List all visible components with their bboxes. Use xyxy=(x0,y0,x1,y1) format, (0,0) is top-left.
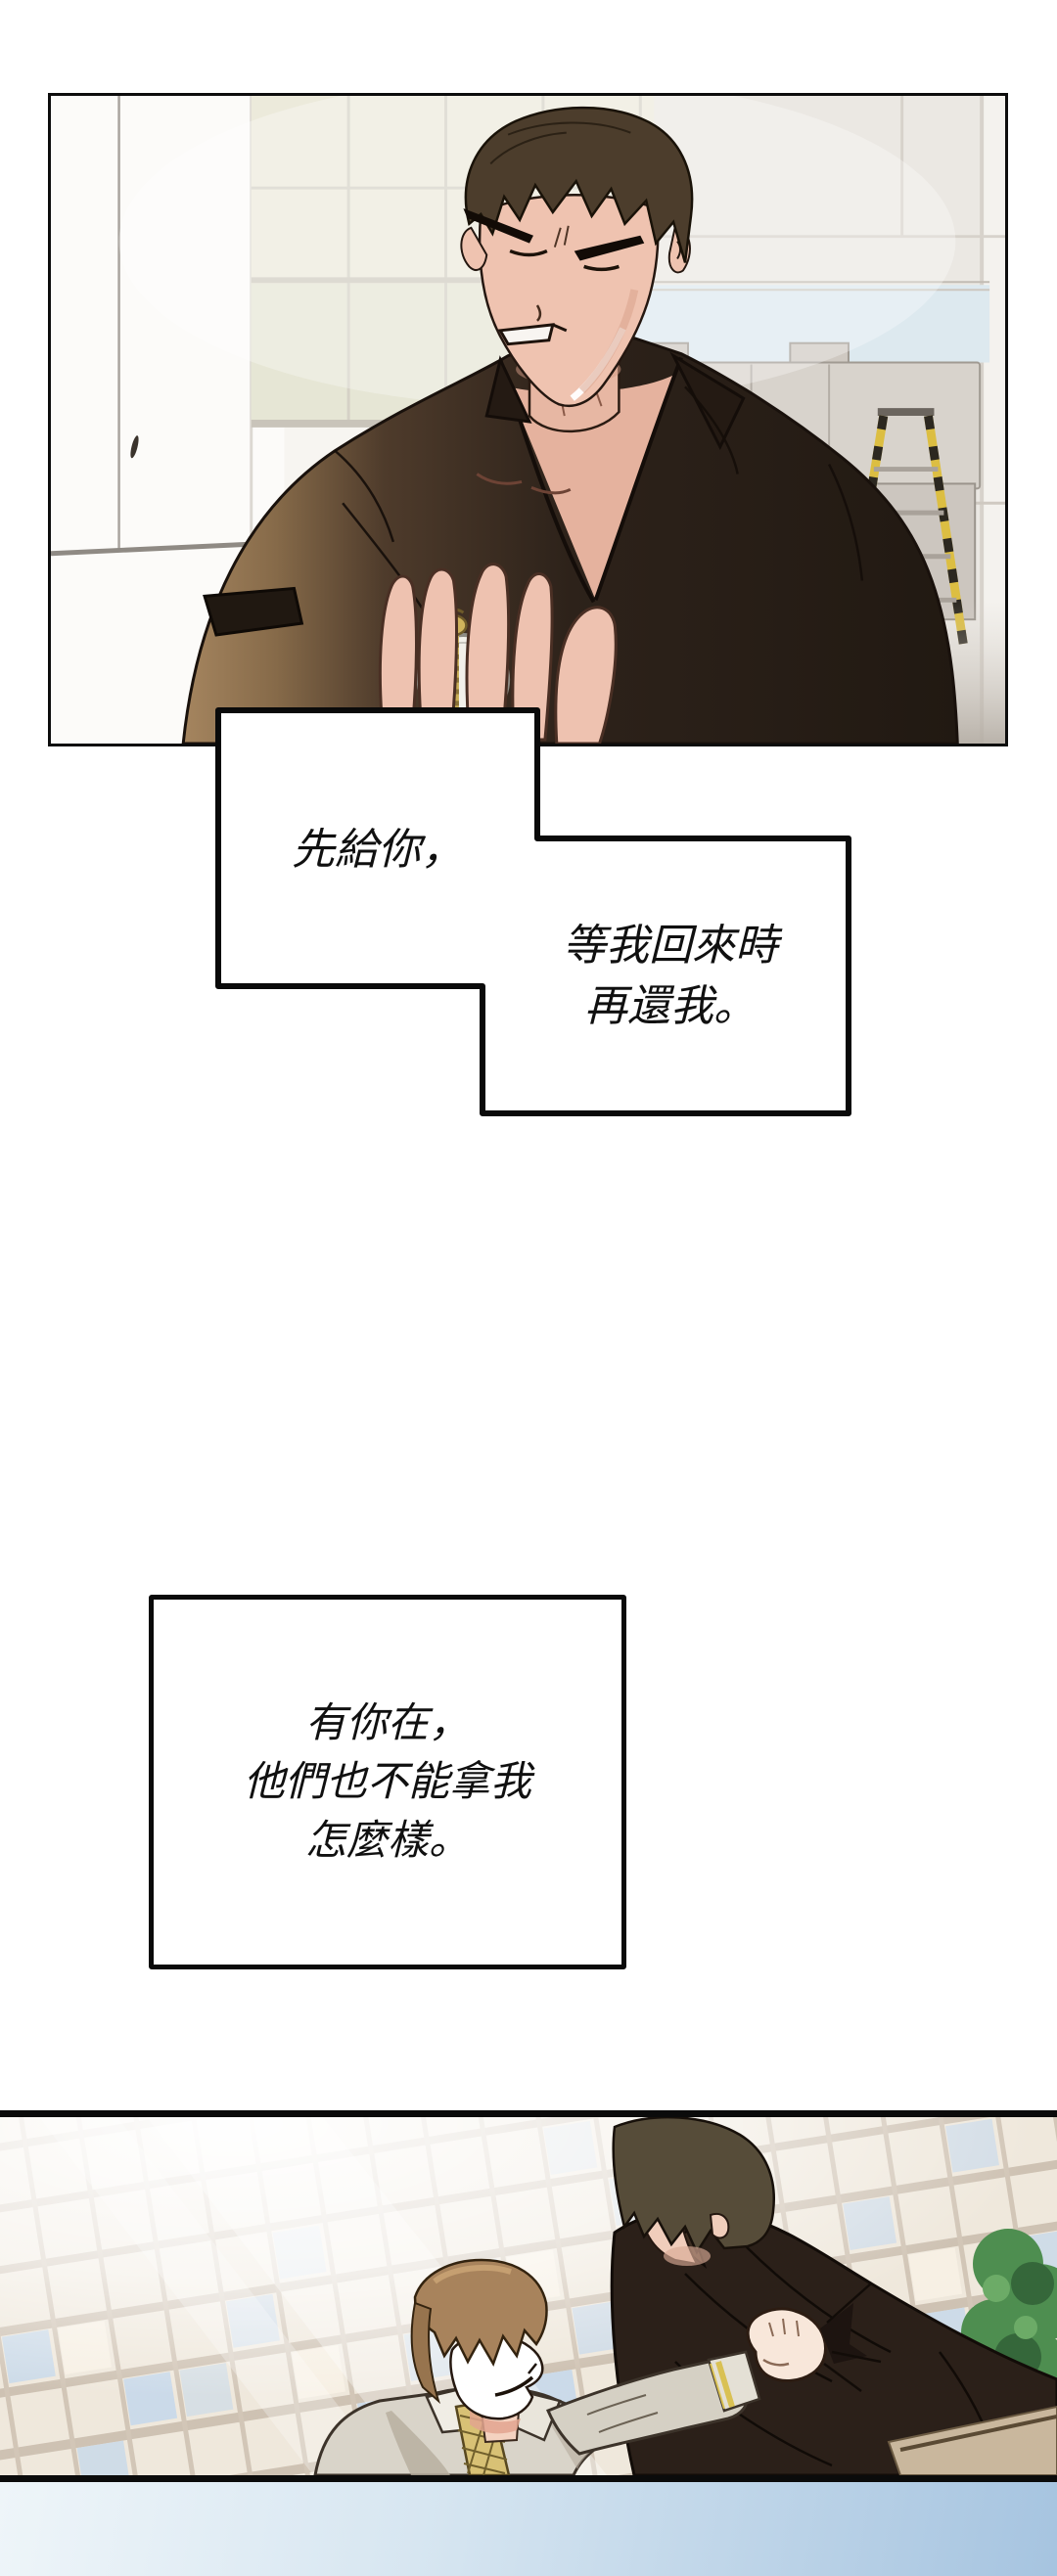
antagonist-hair xyxy=(612,2117,775,2255)
panel-confrontation-scene xyxy=(0,2110,1057,2482)
panel-sky-partial xyxy=(0,2482,1057,2576)
panel-pocket-watch-scene xyxy=(48,93,1008,746)
victim-hair xyxy=(413,2258,548,2367)
smirk xyxy=(494,2375,534,2397)
shirt-torso xyxy=(181,337,959,744)
speech-text-1: 先給你， xyxy=(225,825,530,876)
arm-sleeve xyxy=(546,2359,749,2456)
chest-pocket xyxy=(203,586,304,637)
man-figure xyxy=(181,106,959,744)
man-hair xyxy=(464,106,694,263)
confrontation-scene-art xyxy=(0,2117,1057,2475)
hand xyxy=(378,563,618,744)
speech-text-3: 有你在， 他們也不能拿我 怎麼樣。 xyxy=(244,1695,531,1871)
speech-line: 有你在， xyxy=(304,1700,470,1746)
man-head xyxy=(460,106,694,408)
grabbed-fabric xyxy=(820,2303,867,2364)
speech-bubble-combined xyxy=(215,707,851,1116)
victim-figure xyxy=(313,2258,882,2475)
speech-line: 等我回來時 xyxy=(563,922,778,970)
speech-text-2: 等我回來時 再還我。 xyxy=(489,916,851,1037)
speech-line: 先給你， xyxy=(292,826,464,874)
speech-bubble-2: 有你在， 他們也不能拿我 怎麼樣。 xyxy=(149,1595,626,1969)
speech-line: 怎麼樣。 xyxy=(304,1818,470,1864)
speech-line: 他們也不能拿我 xyxy=(243,1759,531,1805)
speech-line: 再還我。 xyxy=(584,982,757,1030)
light-beam xyxy=(39,2117,391,2475)
pocket-watch-scene-art xyxy=(51,96,1005,744)
